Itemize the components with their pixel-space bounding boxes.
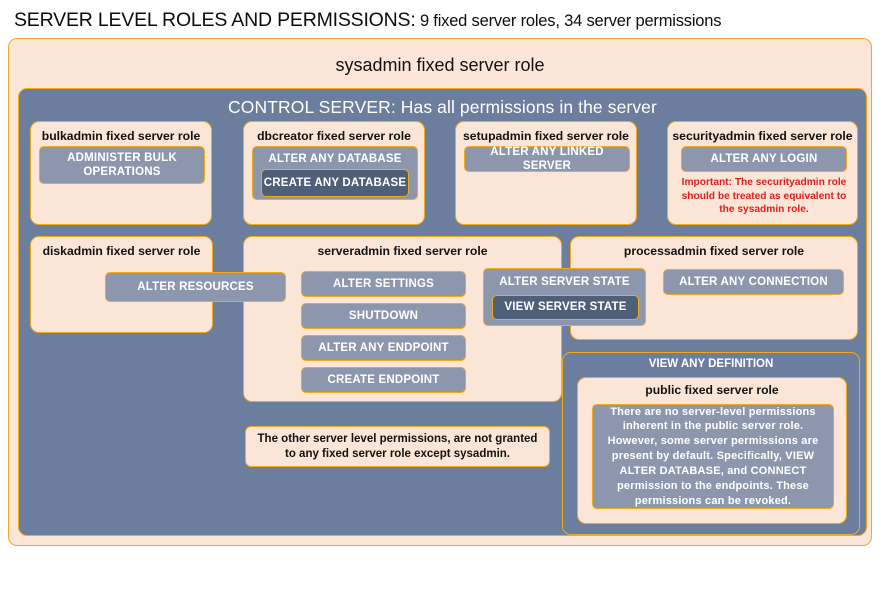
product-version-label: SQL Server 2017 [52, 600, 141, 612]
page-title: SERVER LEVEL ROLES AND PERMISSIONS: 9 fi… [14, 9, 874, 35]
permission-shutdown[interactable]: SHUTDOWN [301, 303, 466, 329]
role-panel-serveradmin: serveradmin fixed server role ALTER SETT… [243, 236, 562, 402]
role-panel-dbcreator: dbcreator fixed server role ALTER ANY DA… [243, 121, 425, 225]
permission-alter-server-state[interactable]: ALTER SERVER STATE VIEW SERVER STATE [483, 268, 646, 326]
control-server-label: CONTROL SERVER: Has all permissions in t… [228, 97, 657, 117]
view-any-definition-group: VIEW ANY DEFINITION public fixed server … [562, 352, 860, 535]
public-role-description: There are no server-level permissions in… [592, 404, 834, 509]
sysadmin-role-label: sysadmin fixed server role [335, 55, 545, 75]
permission-alter-any-connection[interactable]: ALTER ANY CONNECTION [663, 269, 844, 295]
role-title-processadmin: processadmin fixed server role [623, 244, 805, 258]
permission-alter-resources[interactable]: ALTER RESOURCES [105, 272, 286, 302]
permission-alter-any-login[interactable]: ALTER ANY LOGIN [681, 146, 847, 172]
permission-alter-any-endpoint[interactable]: ALTER ANY ENDPOINT [301, 335, 466, 361]
page-title-main: SERVER LEVEL ROLES AND PERMISSIONS: [14, 9, 416, 31]
securityadmin-warning-note: Important: The securityadmin role should… [681, 177, 847, 216]
role-title-serveradmin: serveradmin fixed server role [317, 244, 488, 258]
other-permissions-note: The other server level permissions, are … [245, 426, 550, 467]
permission-view-any-definition-label: VIEW ANY DEFINITION [648, 358, 774, 370]
page-title-subtitle: 9 fixed server roles, 34 server permissi… [415, 12, 722, 30]
role-title-securityadmin: securityadmin fixed server role [672, 129, 853, 143]
role-title-diskadmin: diskadmin fixed server role [42, 244, 201, 258]
permission-alter-settings[interactable]: ALTER SETTINGS [301, 271, 466, 297]
role-title-bulkadmin: bulkadmin fixed server role [41, 129, 201, 143]
role-panel-bulkadmin: bulkadmin fixed server role ADMINISTER B… [30, 121, 212, 225]
permission-create-endpoint[interactable]: CREATE ENDPOINT [301, 367, 466, 393]
permission-alter-server-state-label: ALTER SERVER STATE [499, 276, 630, 288]
permission-administer-bulk-operations[interactable]: ADMINISTER BULK OPERATIONS [39, 146, 205, 184]
role-panel-public: public fixed server role There are no se… [577, 377, 847, 524]
role-panel-securityadmin: securityadmin fixed server role ALTER AN… [667, 121, 858, 225]
role-title-setupadmin: setupadmin fixed server role [463, 129, 629, 143]
permission-alter-any-linked-server[interactable]: ALTER ANY LINKED SERVER [464, 146, 630, 172]
role-title-public: public fixed server role [645, 383, 779, 397]
permission-create-any-database[interactable]: CREATE ANY DATABASE [261, 169, 409, 197]
role-panel-setupadmin: setupadmin fixed server role ALTER ANY L… [455, 121, 637, 225]
role-title-dbcreator: dbcreator fixed server role [257, 129, 411, 143]
permission-view-server-state[interactable]: VIEW SERVER STATE [492, 295, 639, 320]
